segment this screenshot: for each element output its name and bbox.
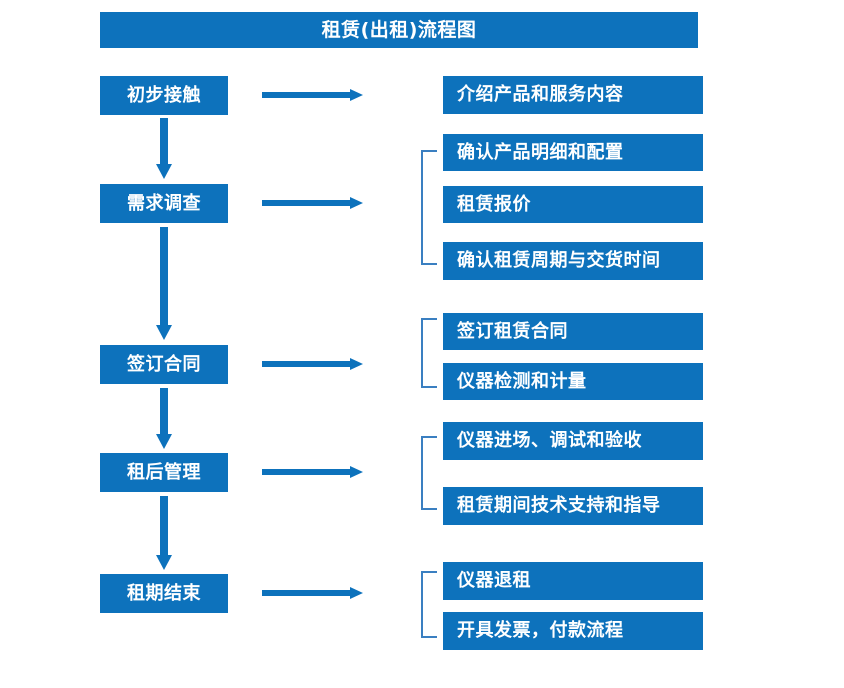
detail-box-1[interactable]: 介绍产品和服务内容 [443, 76, 703, 114]
diagram-title: 租赁(出租)流程图 [100, 12, 698, 48]
arrow-right-icon-2 [262, 196, 364, 210]
arrow-down-icon-1 [155, 118, 173, 180]
stage-box-3[interactable]: 签订合同 [100, 345, 228, 384]
detail-box-8[interactable]: 租赁期间技术支持和指导 [443, 487, 703, 525]
group-bracket-icon-1 [420, 150, 438, 265]
group-bracket-icon-2 [420, 318, 438, 388]
arrow-down-icon-4 [155, 496, 173, 571]
detail-box-2[interactable]: 确认产品明细和配置 [443, 134, 703, 171]
detail-box-4[interactable]: 确认租赁周期与交货时间 [443, 242, 703, 280]
arrow-right-icon-4 [262, 465, 364, 479]
arrow-right-icon-5 [262, 586, 364, 600]
stage-box-1[interactable]: 初步接触 [100, 76, 228, 115]
detail-box-10[interactable]: 开具发票，付款流程 [443, 612, 703, 650]
group-bracket-icon-3 [420, 436, 438, 510]
arrow-right-icon-3 [262, 357, 364, 371]
arrow-right-icon-1 [262, 88, 364, 102]
group-bracket-icon-4 [420, 571, 438, 638]
arrow-down-icon-2 [155, 227, 173, 341]
detail-box-6[interactable]: 仪器检测和计量 [443, 363, 703, 400]
detail-box-9[interactable]: 仪器退租 [443, 562, 703, 600]
detail-box-3[interactable]: 租赁报价 [443, 186, 703, 223]
stage-box-4[interactable]: 租后管理 [100, 453, 228, 492]
arrow-down-icon-3 [155, 388, 173, 450]
stage-box-2[interactable]: 需求调查 [100, 184, 228, 223]
detail-box-5[interactable]: 签订租赁合同 [443, 313, 703, 350]
stage-box-5[interactable]: 租期结束 [100, 574, 228, 613]
detail-box-7[interactable]: 仪器进场、调试和验收 [443, 422, 703, 460]
